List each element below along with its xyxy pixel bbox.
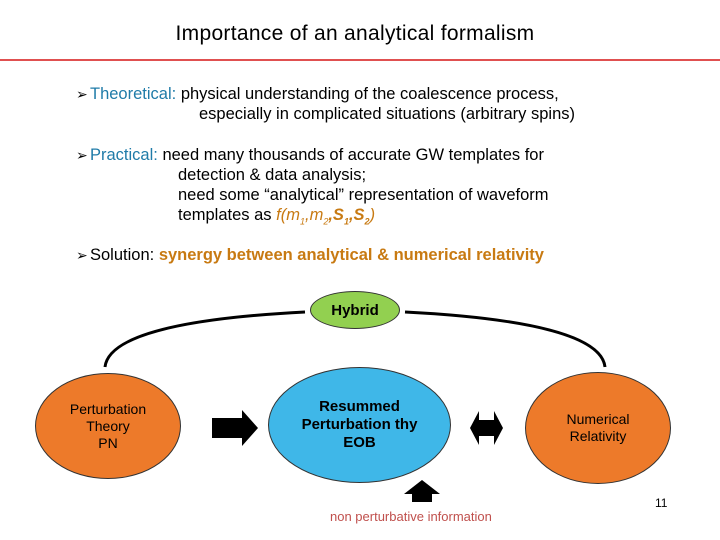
formula-part: 1	[343, 216, 349, 227]
formula-part: 2	[364, 216, 370, 227]
right-arrow-icon	[212, 410, 258, 446]
bullet-label: Theoretical:	[90, 85, 177, 103]
pn-label-line: PN	[98, 434, 118, 451]
formula-part: ,S	[328, 206, 344, 224]
right-arc	[404, 310, 607, 368]
nr-label-line: Relativity	[569, 428, 627, 444]
arrowhead-bullet-icon: ➢	[76, 147, 88, 163]
formula-part: 2	[323, 216, 329, 227]
eob-label-line: Resummed	[319, 398, 400, 415]
bullet-text-formula-line: templates as f(m1,m2,S1,S2)	[76, 205, 549, 231]
bullet-practical: ➢Practical: need many thousands of accur…	[76, 145, 549, 231]
bullet-label: Practical:	[90, 146, 158, 164]
bullet-text: need some “analytical” representation of…	[178, 186, 549, 204]
formula-part: ,m	[304, 206, 324, 224]
arrowhead-bullet-icon: ➢	[76, 86, 88, 102]
title-divider	[0, 59, 720, 61]
pn-node: Perturbation Theory PN	[35, 373, 181, 479]
bullet-text: physical understanding of the coalescenc…	[180, 85, 559, 103]
formula-part: ,S	[348, 206, 365, 224]
slide-title: Importance of an analytical formalism	[175, 22, 535, 45]
bullet-solution: ➢Solution: synergy between analytical & …	[76, 245, 544, 265]
hybrid-node: Hybrid	[310, 291, 400, 329]
eob-node: Resummed Perturbation thy EOB	[268, 367, 451, 483]
pn-label-line: Theory	[86, 417, 130, 434]
bullet-label: Solution:	[90, 246, 155, 264]
nr-label-line: Numerical	[566, 411, 630, 427]
hybrid-label: Hybrid	[331, 301, 379, 319]
eob-label-line: Perturbation thy	[301, 416, 418, 433]
up-arrow-icon	[404, 480, 440, 502]
pn-label-line: Perturbation	[69, 400, 147, 417]
left-arc	[103, 310, 306, 368]
bullet-text: templates as	[178, 206, 272, 224]
bullet-text: need many thousands of accurate GW templ…	[162, 146, 544, 164]
eob-label-line: EOB	[343, 434, 376, 451]
formula-part: )	[369, 206, 376, 224]
bullet-text: especially in complicated situations (ar…	[199, 105, 575, 123]
arrowhead-bullet-icon: ➢	[76, 247, 88, 263]
nr-node: Numerical Relativity	[525, 372, 671, 484]
bullet-theoretical: ➢Theoretical: physical understanding of …	[76, 84, 575, 124]
page-number: 11	[655, 496, 668, 510]
formula-part: 1	[299, 216, 305, 227]
non-perturbative-label: non perturbative information	[330, 509, 492, 524]
bullet-text: detection & data analysis;	[178, 166, 367, 184]
left-right-arrow-icon	[470, 411, 503, 445]
formula-part: f(m	[276, 206, 300, 224]
waveform-formula: f(m1,m2,S1,S2)	[276, 206, 376, 227]
bullet-text: synergy between analytical & numerical r…	[158, 246, 544, 264]
